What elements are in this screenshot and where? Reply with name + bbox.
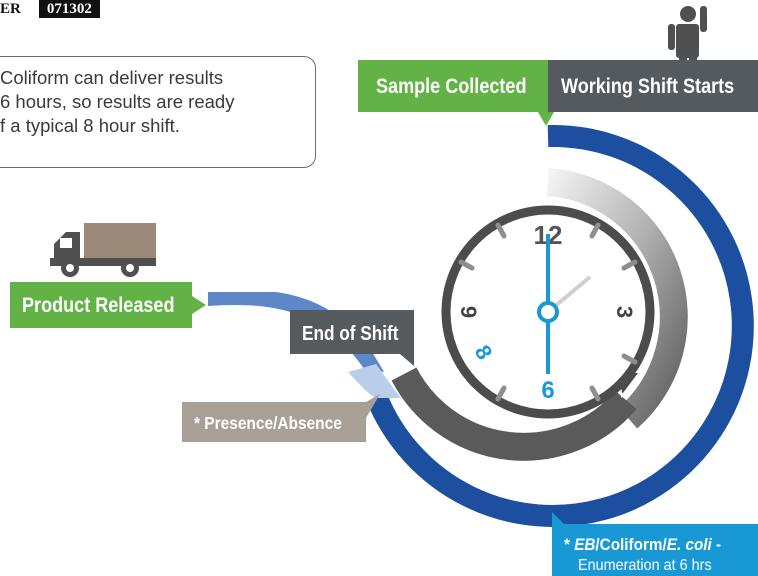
- clock-number-9: 9: [456, 306, 481, 318]
- shift-progress-arc: [546, 168, 688, 429]
- enumeration-bg: [552, 524, 758, 576]
- end-of-shift-pointer: [400, 354, 414, 366]
- enumeration-arc: [366, 124, 754, 527]
- code-number: 071302: [38, 0, 100, 18]
- enum-asterisk: *: [564, 535, 574, 554]
- sample-collected-bg: [358, 60, 550, 112]
- clock-icon: 12 3 9 8 6: [441, 205, 655, 419]
- product-released-label: Product Released: [22, 294, 175, 318]
- enum-dash: -: [712, 535, 721, 554]
- clock-ticks: [458, 222, 638, 402]
- presence-absence-band-fade: [348, 364, 401, 398]
- code-prefix: ER: [0, 0, 21, 17]
- enumeration-line1: * EB/Coliform/E. coli -: [564, 535, 721, 554]
- enum-coliform: /Coliform/: [595, 535, 667, 554]
- sample-collected-label: Sample Collected: [376, 75, 526, 99]
- clock-number-6: 6: [541, 377, 554, 404]
- presence-absence-pointer: [366, 394, 380, 418]
- product-released-bg: [10, 282, 192, 328]
- end-of-shift-label: End of Shift: [302, 322, 398, 345]
- working-shift-bg: [548, 60, 758, 112]
- person-raising-hand-icon: [668, 6, 707, 60]
- info-text: Coliform can deliver results 6 hours, so…: [0, 67, 235, 136]
- working-shift-starts-label: Working Shift Starts: [561, 75, 734, 99]
- code-tag: ER 071302: [0, 0, 100, 18]
- delivery-truck-icon: [50, 223, 156, 277]
- clock-number-3: 3: [612, 306, 637, 318]
- enumeration-line2: Enumeration at 6 hrs: [578, 556, 712, 574]
- product-released-pointer: [192, 296, 206, 314]
- info-callout: [0, 56, 316, 168]
- end-of-shift-bg: [290, 310, 414, 354]
- presence-absence-label: * Presence/Absence: [194, 413, 342, 433]
- presence-absence-bg: [182, 402, 366, 442]
- shift-progress-arc-lower: [391, 367, 637, 461]
- enumeration-pointer: [552, 512, 566, 526]
- enum-ecoli: E. coli: [667, 535, 713, 554]
- enum-eb: EB: [574, 535, 596, 554]
- sample-collected-pointer: [538, 112, 554, 126]
